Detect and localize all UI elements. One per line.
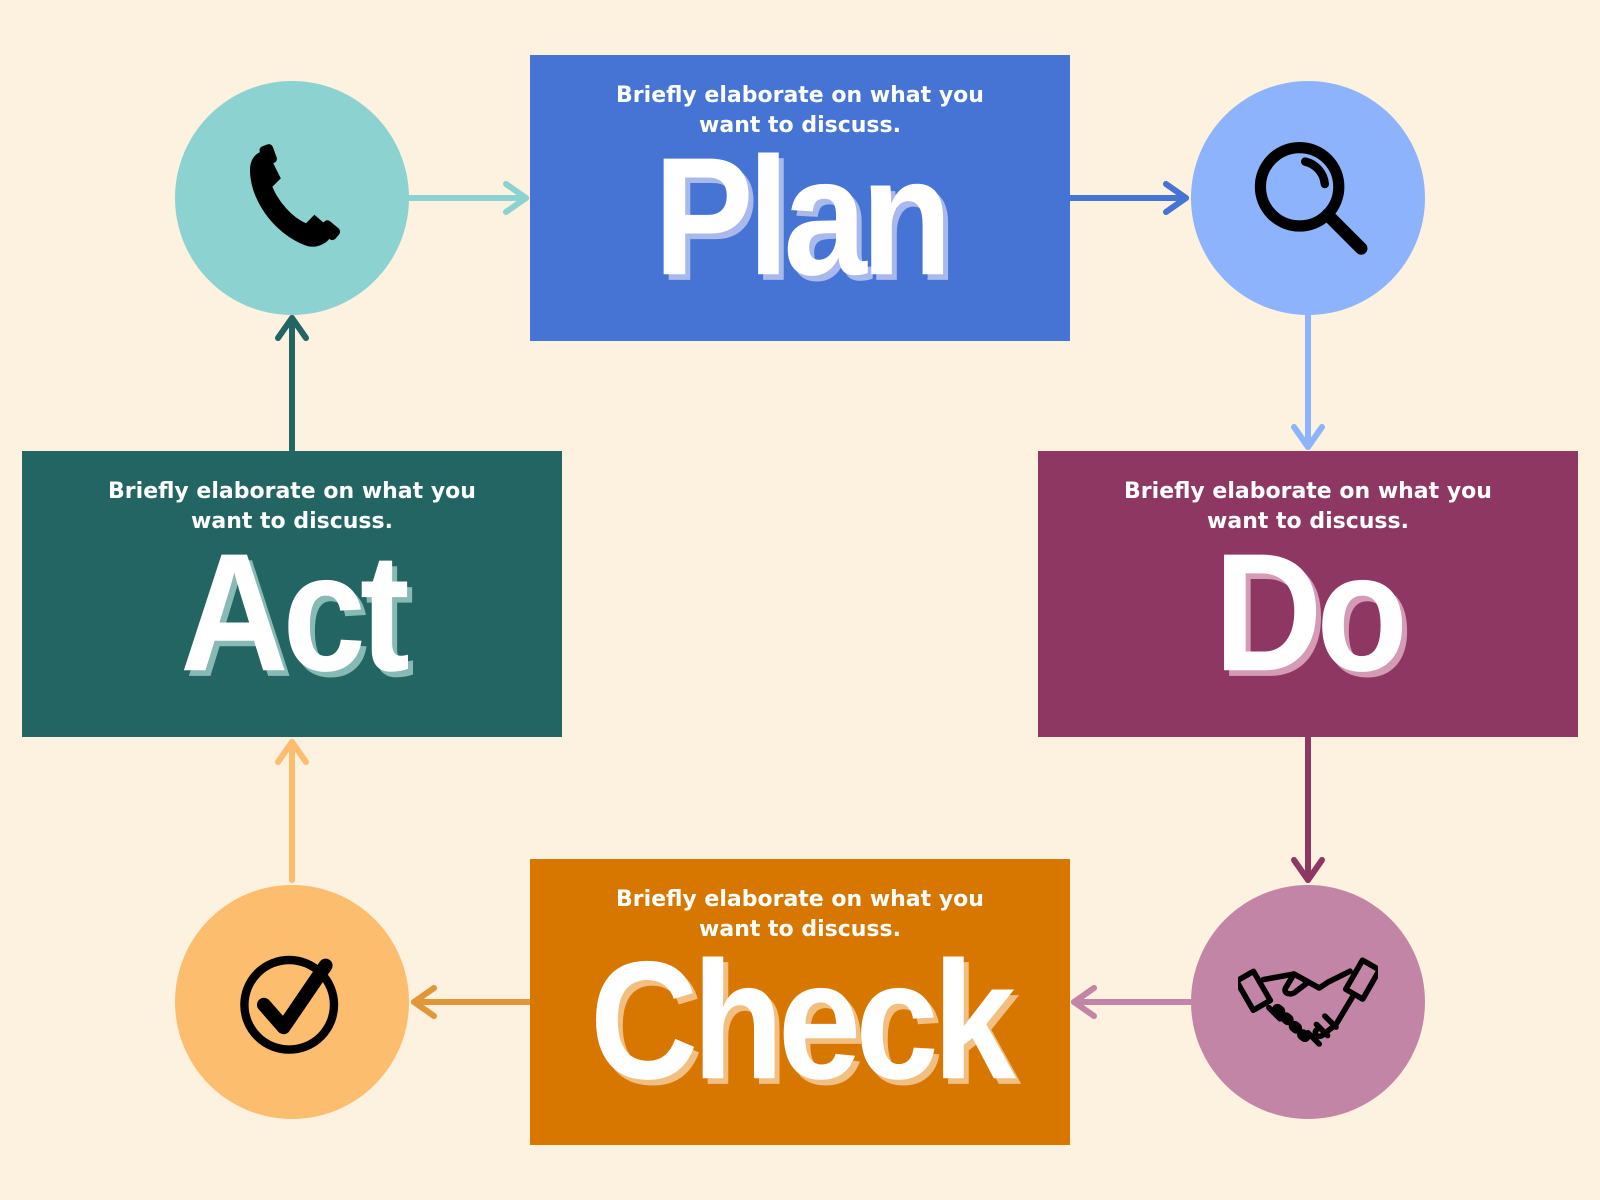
- handshake-circle: [1191, 885, 1425, 1119]
- check-description: Briefly elaborate on what you want to di…: [616, 887, 984, 942]
- arrow-check-to-checkmark: [411, 985, 533, 1019]
- check-box: Briefly elaborate on what you want to di…: [530, 859, 1070, 1145]
- arrow-act-to-phone: [275, 315, 309, 453]
- checkmark-circle-icon: [240, 955, 339, 1054]
- arrow-search-to-do: [1291, 313, 1325, 450]
- plan-box: Briefly elaborate on what you want to di…: [530, 55, 1070, 341]
- arrow-handshake-to-check: [1071, 985, 1193, 1019]
- arrow-plan-to-search: [1067, 181, 1189, 215]
- act-box: Briefly elaborate on what you want to di…: [22, 451, 562, 737]
- phone-circle: [175, 81, 409, 315]
- plan-title: Plan: [653, 121, 953, 311]
- plan-description: Briefly elaborate on what you want to di…: [616, 83, 984, 138]
- handshake-icon: [1238, 957, 1378, 1047]
- magnifier-icon: [1254, 142, 1368, 255]
- act-description: Briefly elaborate on what you want to di…: [108, 479, 476, 534]
- do-description: Briefly elaborate on what you want to di…: [1124, 479, 1492, 534]
- act-title: Act: [180, 517, 410, 707]
- do-title: Do: [1214, 517, 1408, 707]
- do-box: Briefly elaborate on what you want to di…: [1038, 451, 1578, 737]
- arrow-checkmark-to-act: [275, 739, 309, 883]
- search-circle: [1191, 81, 1425, 315]
- arrow-phone-to-plan: [407, 181, 529, 215]
- checkmark-circle: [175, 885, 409, 1119]
- arrow-do-to-handshake: [1291, 735, 1325, 883]
- check-title: Check: [589, 925, 1016, 1115]
- phone-icon: [250, 144, 341, 247]
